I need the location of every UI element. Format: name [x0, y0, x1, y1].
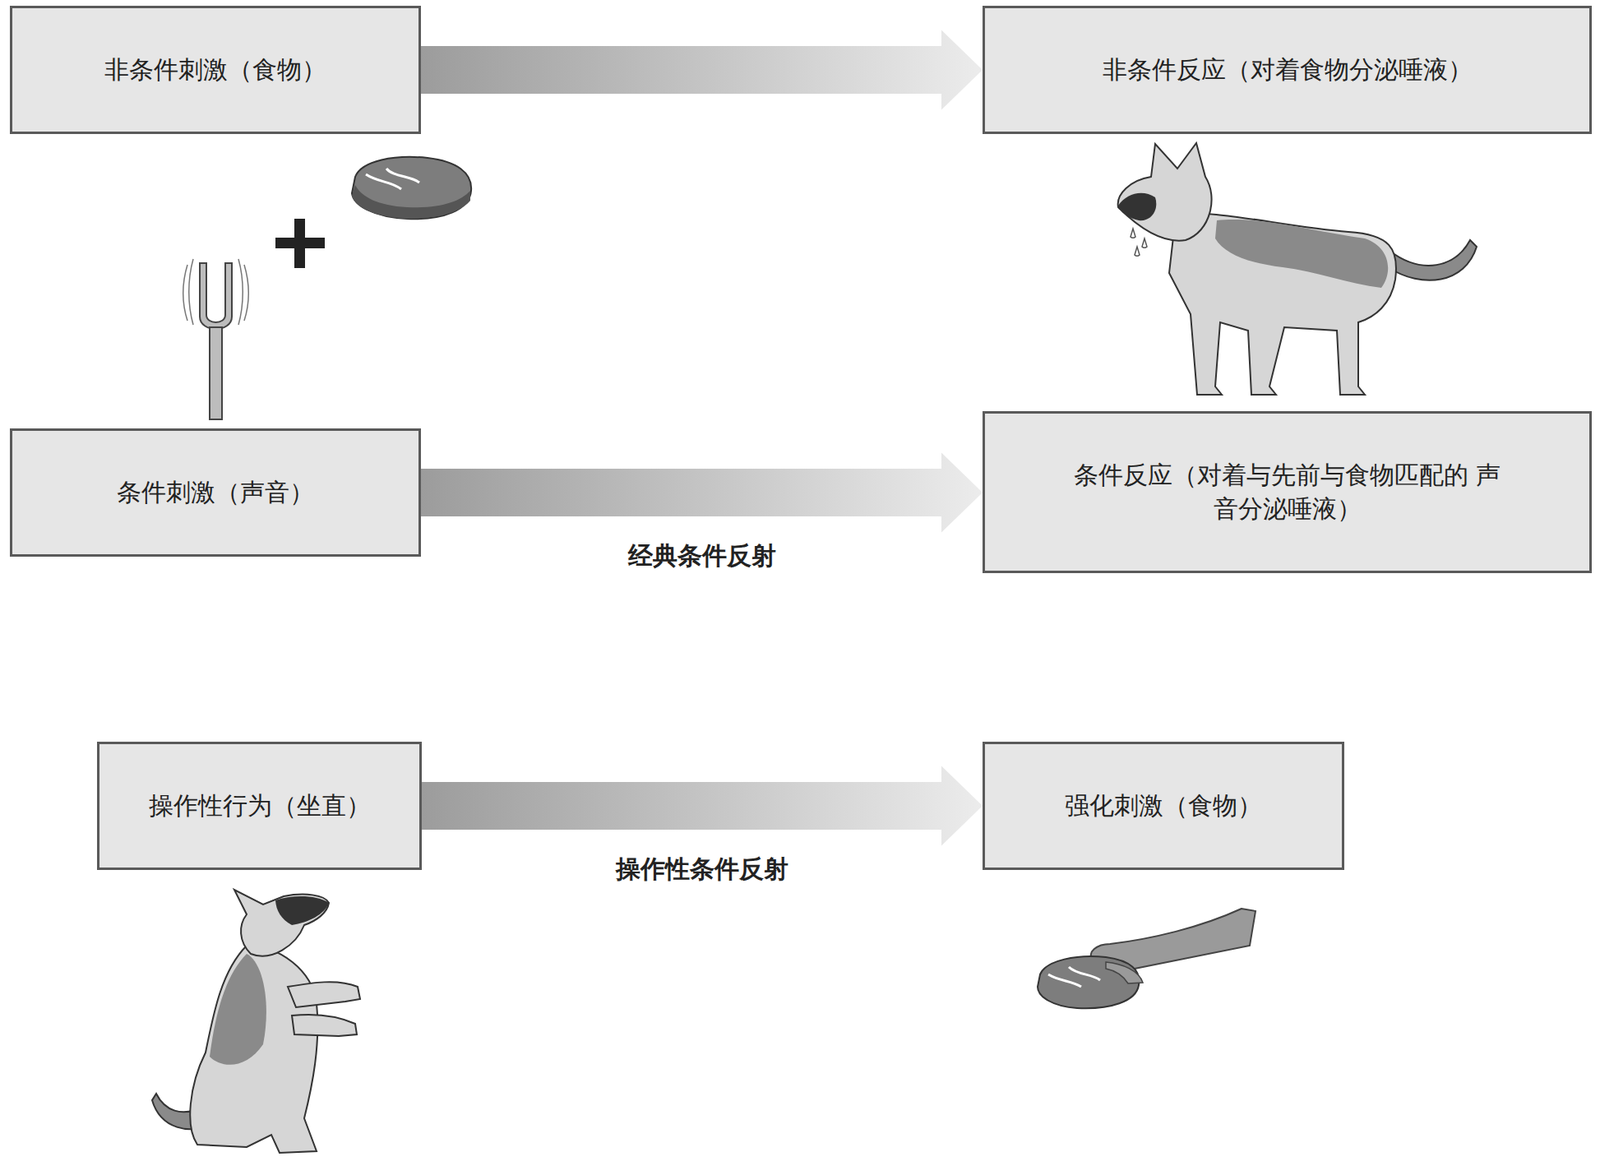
process-box: 条件反应（对着与先前与食物匹配的 声音分泌唾液）	[982, 411, 1592, 574]
vibration-lines	[183, 258, 250, 325]
hand-with-meat	[1037, 908, 1256, 1009]
dog-saddle	[1215, 219, 1388, 288]
block-arrow	[420, 30, 983, 111]
block-arrow	[420, 453, 983, 533]
process-box: 条件刺激（声音）	[9, 428, 421, 557]
standing-dog	[1118, 143, 1477, 395]
block-arrow	[421, 766, 983, 847]
dog-front-paws	[287, 981, 361, 1036]
process-box: 非条件刺激（食物）	[9, 5, 421, 135]
box-label: 非条件反应（对着食物分泌唾液）	[1102, 53, 1473, 88]
dog-muzzle	[1118, 193, 1157, 221]
process-box: 强化刺激（食物）	[982, 741, 1345, 870]
meat-marbling	[365, 168, 420, 190]
tuning-fork	[183, 258, 250, 420]
fingers	[1105, 961, 1143, 984]
box-label: 操作性行为（坐直）	[148, 789, 371, 824]
edge-label: 操作性条件反射	[610, 852, 794, 887]
box-label: 条件刺激（声音）	[116, 476, 315, 510]
fork-prongs	[199, 263, 232, 329]
meat-steak	[351, 157, 472, 219]
fork-stem	[209, 327, 222, 420]
dog-head	[1118, 143, 1212, 241]
dog-saddle	[209, 953, 267, 1065]
dog-muzzle	[275, 896, 329, 925]
meat-body	[1037, 956, 1139, 1009]
edge-label: 经典条件反射	[623, 539, 782, 574]
box-label: 条件反应（对着与先前与食物匹配的 声音分泌唾液）	[1063, 458, 1512, 526]
meat-marbling	[1048, 966, 1101, 987]
box-label: 强化刺激（食物）	[1064, 789, 1263, 824]
dog-body	[189, 945, 318, 1153]
dog-body	[1169, 213, 1397, 395]
process-box: 非条件反应（对着食物分泌唾液）	[982, 5, 1592, 135]
dog-tail	[1387, 240, 1477, 281]
dog-head	[234, 889, 329, 957]
meat-body	[351, 157, 472, 219]
plus-bar	[294, 218, 306, 269]
meat-side	[351, 184, 471, 219]
drool-drops	[1130, 228, 1147, 256]
plus-symbol	[275, 218, 325, 269]
process-box: 操作性行为（坐直）	[97, 741, 422, 870]
sitting-dog	[152, 889, 361, 1153]
box-label: 非条件刺激（食物）	[104, 53, 327, 88]
